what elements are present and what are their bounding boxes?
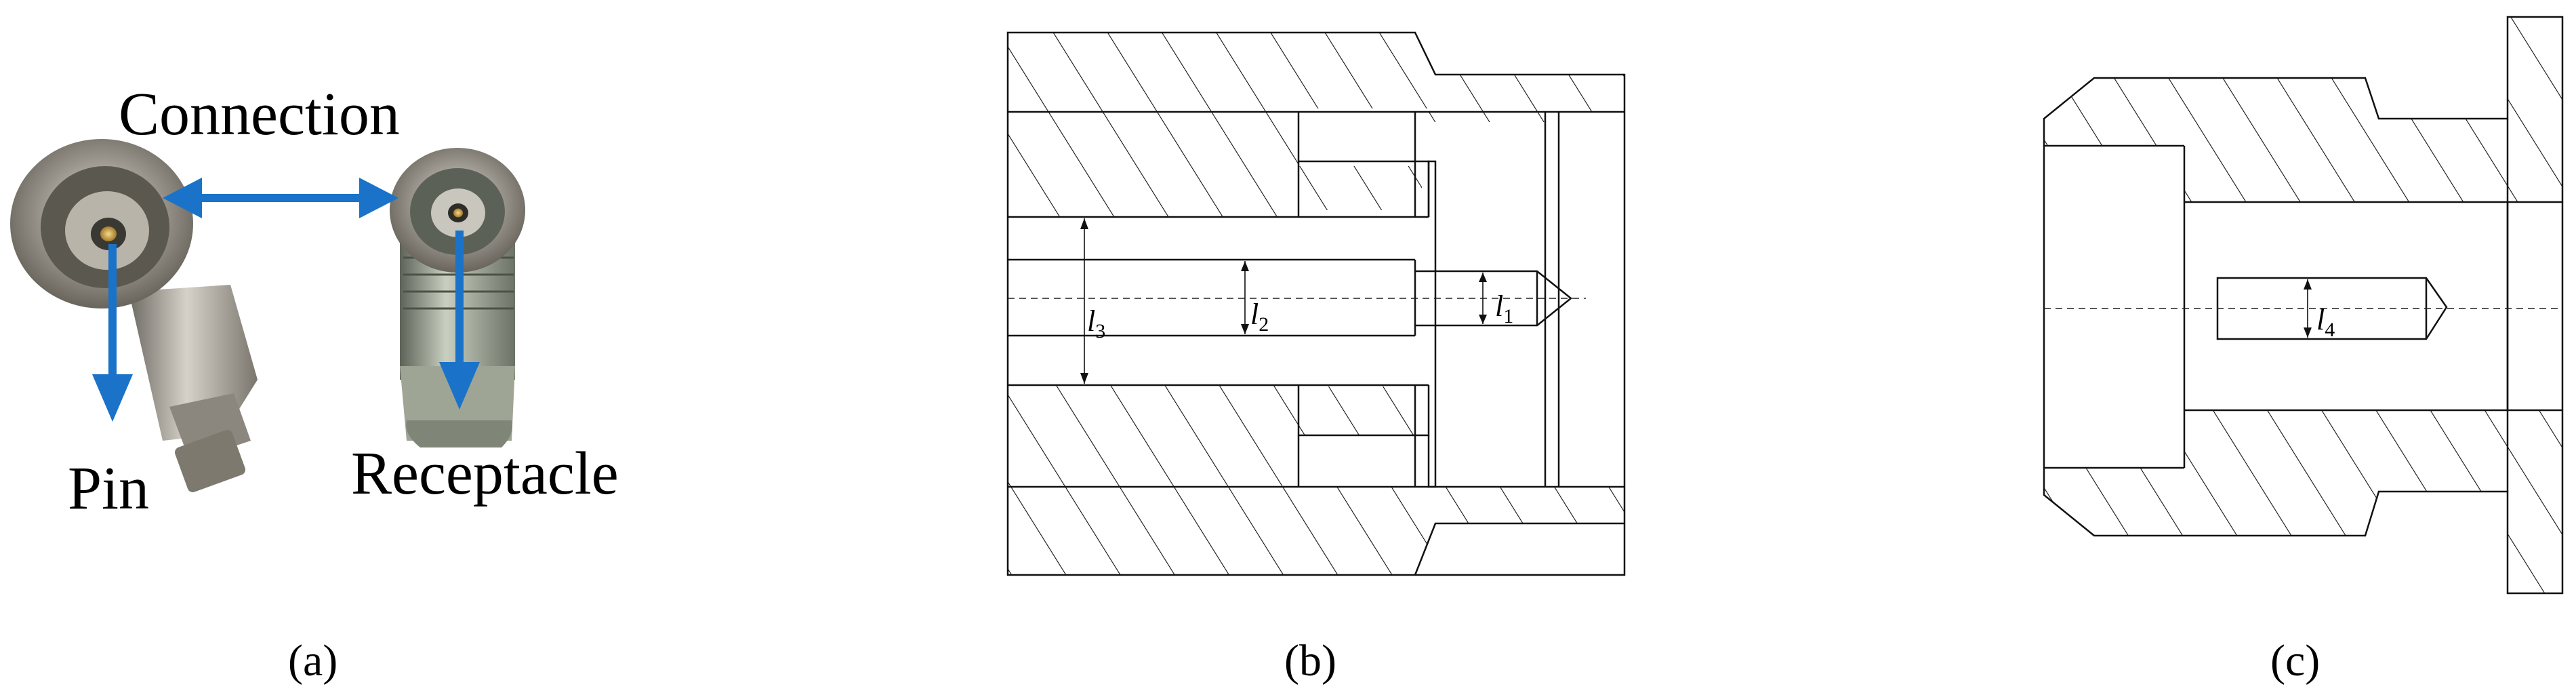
pin-arrow	[92, 244, 133, 422]
pin-label: Pin	[68, 455, 149, 522]
svg-text:l2: l2	[1250, 298, 1269, 336]
dim-l3: l3	[1080, 218, 1105, 384]
receptacle-outline	[2043, 16, 2564, 595]
caption-a: (a)	[288, 636, 338, 685]
svg-text:l3: l3	[1087, 304, 1105, 342]
connection-label: Connection	[119, 81, 400, 148]
connection-arrow	[163, 178, 398, 218]
svg-text:l1: l1	[1495, 290, 1513, 327]
dim-l1: l1	[1479, 273, 1513, 327]
pin-connector-photo	[10, 139, 258, 493]
receptacle-hatched-body	[2044, 17, 2562, 593]
panel-c: l4 (c)	[2043, 16, 2564, 685]
caption-b: (b)	[1284, 636, 1336, 685]
panel-a: Connection Pin Receptacle (a)	[10, 81, 619, 685]
pin-hatched-body	[1008, 33, 1624, 575]
receptacle-label: Receptacle	[351, 440, 619, 507]
svg-text:l4: l4	[2316, 303, 2335, 341]
dim-l2: l2	[1241, 261, 1269, 336]
caption-c: (c)	[2270, 636, 2320, 685]
dim-l4: l4	[2304, 279, 2335, 341]
pin-outline	[1006, 31, 1626, 576]
receptacle-arrow	[439, 231, 480, 410]
panel-b: l3 l2 l1 (b)	[1006, 31, 1626, 685]
